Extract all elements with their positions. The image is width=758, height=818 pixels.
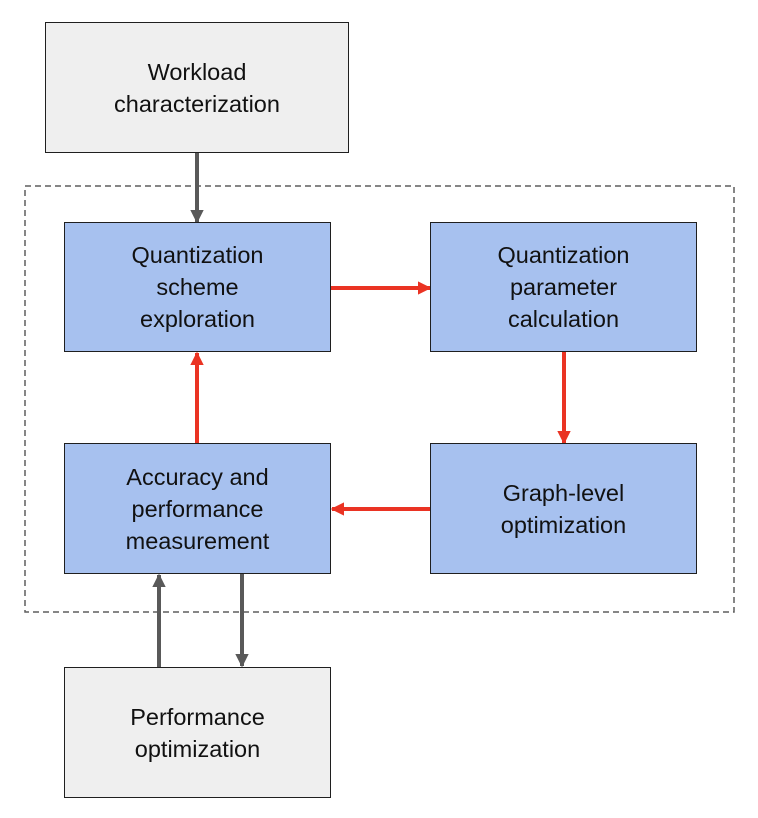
- node-label: Accuracy and performance measurement: [125, 463, 270, 554]
- node-workload-characterization: Workload characterization: [45, 22, 349, 153]
- node-quantization-parameter-calculation: Quantization parameter calculation: [430, 222, 697, 352]
- node-performance-optimization: Performance optimization: [64, 667, 331, 798]
- node-accuracy-performance-measurement: Accuracy and performance measurement: [64, 443, 331, 574]
- node-graph-level-optimization: Graph-level optimization: [430, 443, 697, 574]
- node-label: Graph-level optimization: [500, 479, 627, 538]
- node-label: Quantization scheme exploration: [131, 242, 264, 332]
- node-quantization-scheme-exploration: Quantization scheme exploration: [64, 222, 331, 352]
- dashed-group-border: [24, 185, 735, 613]
- node-label: Workload characterization: [114, 58, 280, 117]
- node-label: Performance optimization: [130, 703, 265, 762]
- node-label: Quantization parameter calculation: [497, 242, 630, 332]
